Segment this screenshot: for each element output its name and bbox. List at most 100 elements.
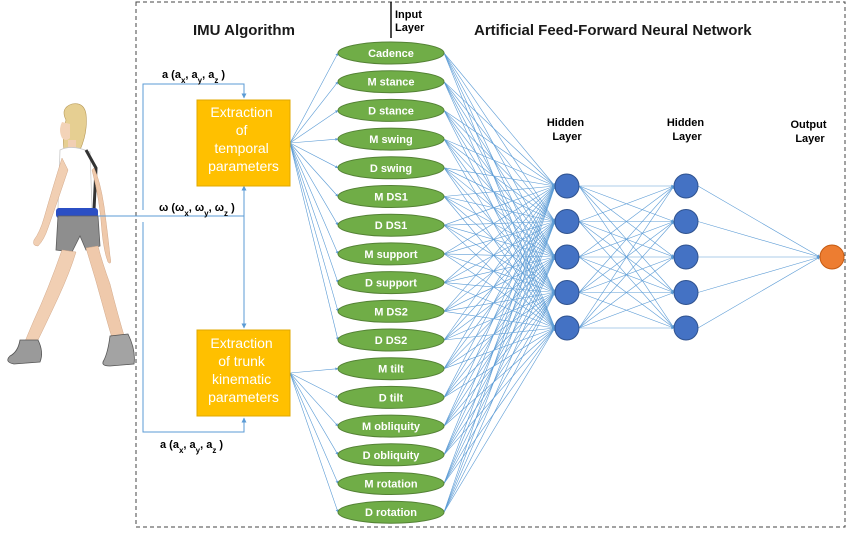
- input-node-label: D rotation: [365, 507, 417, 519]
- edge-temporal-to-input: [289, 137, 339, 144]
- edge-input-to-hidden1: [443, 185, 556, 398]
- ann-title: Artificial Feed-Forward Neural Network: [474, 22, 752, 39]
- edge-input-to-hidden1: [443, 292, 556, 484]
- input-node: M rotation: [337, 472, 445, 495]
- edge-input-to-hidden1: [443, 224, 556, 258]
- input-node-label: M stance: [367, 77, 414, 89]
- hidden-layer-1-label-line2: Layer: [552, 131, 582, 143]
- edge-input-to-hidden1: [443, 196, 556, 223]
- edge-hidden1-to-hidden2: [578, 221, 675, 329]
- edge-input-to-hidden1: [443, 81, 556, 187]
- input-node: D DS1: [337, 213, 445, 237]
- input-node: D support: [337, 271, 445, 295]
- kinematic-box-line4: parameters: [208, 389, 279, 405]
- edge-kinematic-to-input: [289, 372, 339, 513]
- edge-input-to-hidden1: [443, 292, 556, 513]
- dashed-frame: [135, 1, 846, 528]
- hidden-node-layer1: [554, 173, 580, 199]
- kinematic-extraction-box: Extraction of trunk kinematic parameters: [196, 329, 291, 417]
- input-layer-label-line2: Layer: [395, 22, 425, 34]
- edge-input-to-hidden1: [443, 185, 556, 226]
- edge-input-to-hidden1: [443, 221, 556, 427]
- edge-input-to-hidden1: [443, 327, 556, 427]
- input-node: D DS2: [337, 328, 445, 352]
- edge-input-to-hidden1: [443, 185, 556, 455]
- nodes-group: Cadence M stance D stance M swing D swing M D…: [337, 41, 845, 524]
- input-node-label: D tilt: [379, 392, 404, 404]
- output-layer-label-line2: Layer: [795, 133, 825, 145]
- input-node-label: D obliquity: [363, 450, 421, 462]
- input-node-label: D DS1: [375, 220, 407, 232]
- kinematic-box-line3: kinematic: [212, 371, 271, 387]
- edge-input-to-hidden1: [443, 138, 556, 293]
- edge-input-to-hidden1: [443, 52, 556, 258]
- edge-input-to-hidden1: [443, 81, 556, 258]
- hidden-node-layer1: [554, 315, 580, 341]
- imu-algorithm-title: IMU Algorithm: [193, 22, 295, 39]
- edge-kinematic-to-input: [289, 372, 339, 484]
- temporal-box-line2: of: [236, 122, 248, 138]
- edge-input-to-hidden1: [443, 220, 556, 255]
- edge-input-to-hidden1: [443, 185, 556, 312]
- input-node: D stance: [337, 98, 445, 122]
- input-node-label: M rotation: [364, 479, 417, 491]
- edge-input-to-hidden1: [443, 221, 556, 484]
- edge-input-to-hidden1: [443, 221, 556, 369]
- edge-input-to-hidden1: [443, 220, 556, 226]
- edge-input-to-hidden1: [443, 221, 556, 341]
- edge-input-to-hidden1: [443, 185, 556, 369]
- edge-input-to-hidden1: [443, 256, 556, 369]
- edge-temporal-to-input: [289, 142, 339, 197]
- input-node: M DS2: [337, 299, 445, 323]
- input-node: D tilt: [337, 385, 445, 409]
- edge-input-to-hidden1: [443, 196, 556, 258]
- input-layer-label-line1: Input: [395, 9, 422, 21]
- input-node-label: D support: [365, 278, 417, 290]
- edge-input-to-hidden1: [443, 256, 556, 283]
- kinematic-box-line1: Extraction: [210, 335, 272, 351]
- input-node: M stance: [337, 70, 445, 94]
- hidden-node-layer2: [673, 315, 699, 341]
- hidden-node-layer2: [673, 173, 699, 199]
- temporal-extraction-box: Extraction of temporal parameters: [196, 99, 291, 187]
- edge-input-to-hidden1: [443, 81, 556, 293]
- edge-input-to-hidden1: [443, 253, 556, 294]
- edge-input-to-hidden1: [443, 256, 556, 398]
- edge-input-to-hidden1: [443, 253, 556, 259]
- input-node-label: D swing: [370, 163, 412, 175]
- input-node: M swing: [337, 127, 445, 151]
- edge-hidden1-to-hidden2: [578, 185, 675, 329]
- edge-input-to-hidden1: [443, 292, 556, 341]
- edge-hidden1-to-hidden2: [578, 185, 675, 222]
- edge-input-to-hidden1: [443, 185, 556, 513]
- edge-input-to-hidden1: [443, 184, 556, 197]
- edge-input-to-hidden1: [443, 167, 556, 258]
- input-node-label: M obliquity: [362, 421, 421, 433]
- edge-input-to-hidden1: [443, 224, 556, 293]
- edge-input-to-hidden1: [443, 221, 556, 398]
- edge-kinematic-to-input: [289, 372, 339, 398]
- kinematic-box-line2: of trunk: [218, 353, 266, 369]
- edge-input-to-hidden1: [443, 110, 556, 258]
- edge-temporal-to-input: [289, 52, 339, 144]
- edge-input-to-hidden1: [443, 138, 556, 187]
- input-node-label: D DS2: [375, 335, 407, 347]
- input-node-label: M tilt: [378, 364, 404, 376]
- input-node: Cadence: [337, 41, 445, 65]
- edge-input-to-hidden1: [443, 292, 556, 398]
- edges-group: [289, 52, 821, 513]
- edge-input-to-hidden1: [443, 256, 556, 513]
- output-node: [819, 244, 845, 270]
- walking-person-icon: [7, 103, 135, 367]
- hidden-node-layer1: [554, 209, 580, 234]
- edge-hidden2-to-output: [697, 221, 821, 258]
- temporal-box-line4: parameters: [208, 158, 279, 174]
- edge-input-to-hidden1: [443, 196, 556, 293]
- edge-input-to-hidden1: [443, 221, 556, 455]
- input-node-label: Cadence: [368, 48, 414, 60]
- hidden-node-layer2: [673, 244, 699, 270]
- edge-hidden1-to-hidden2: [578, 292, 675, 329]
- hidden-layer-2-label: Hidden Layer: [667, 117, 707, 143]
- edge-hidden2-to-output: [697, 256, 821, 329]
- hidden-layer-2-label-line1: Hidden: [667, 117, 705, 129]
